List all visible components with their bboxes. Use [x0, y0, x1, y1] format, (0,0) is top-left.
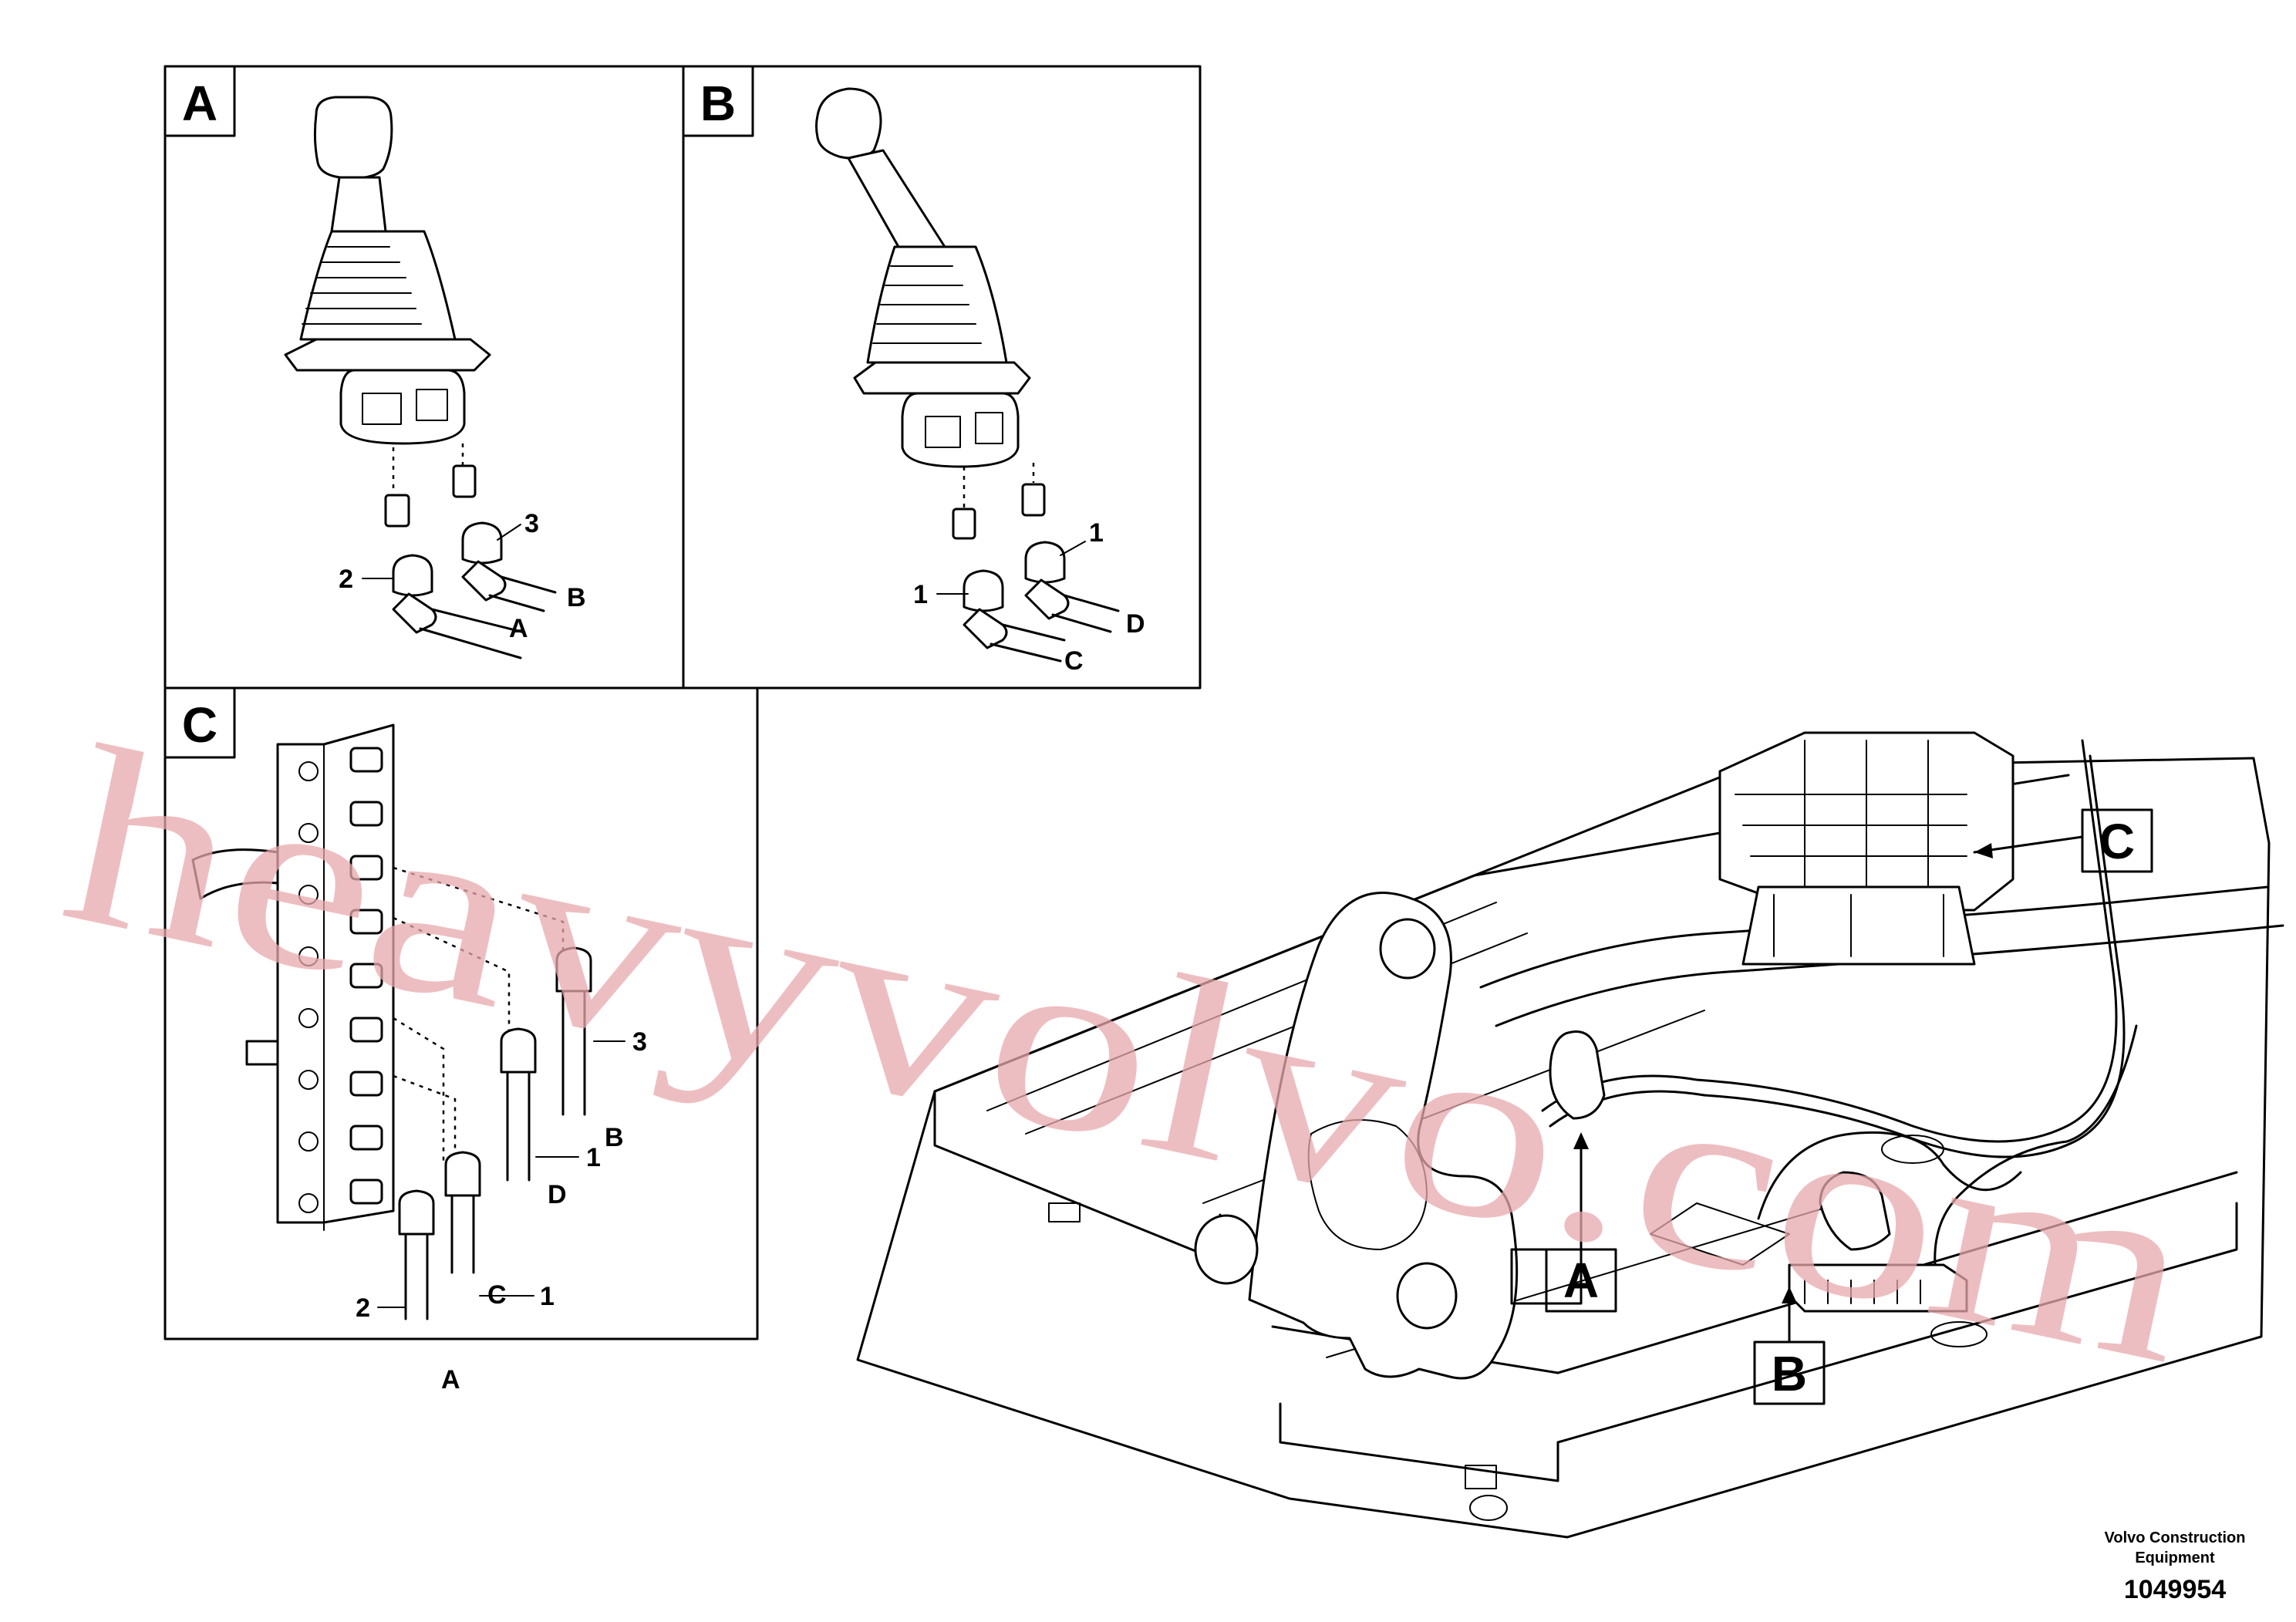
callout-c-1b: 1 [540, 1282, 555, 1311]
detail-panel-c: C [164, 686, 759, 1394]
leader-a-3 [497, 524, 521, 541]
overview-callout-a: A [1510, 1132, 1617, 1313]
overview-callout-c: C [1973, 808, 2153, 873]
joystick-left-drawing [284, 96, 557, 659]
document-number: 1049954 [2124, 1575, 2226, 1604]
callout-c-b: B [605, 1123, 624, 1152]
overview-callout-a-letter: A [1563, 1253, 1599, 1308]
upper-frame-drawing [856, 731, 2284, 1539]
callout-c-d: D [548, 1180, 567, 1209]
detail-panel-b: B 1 1 C D [682, 65, 1202, 690]
callout-c-a: A [441, 1365, 460, 1394]
overview-callout-c-letter: C [2099, 814, 2135, 869]
callout-c-1a: 1 [586, 1143, 601, 1172]
callout-b-1b: 1 [1089, 518, 1104, 548]
pilot-manifold-drawing [191, 723, 592, 1320]
overview-callout-b: B [1753, 1286, 1826, 1405]
callout-a-a: A [509, 614, 528, 643]
joystick-right-drawing [815, 87, 1120, 663]
callout-c-3: 3 [632, 1027, 647, 1057]
panel-c-letter: C [182, 697, 217, 753]
callout-c-2: 2 [356, 1293, 370, 1323]
callout-a-b: B [567, 583, 586, 612]
publisher-line-1: Volvo Construction [2105, 1529, 2246, 1546]
callout-b-1a: 1 [913, 580, 928, 609]
callout-a-2: 2 [339, 565, 353, 594]
overview-callout-b-letter: B [1772, 1346, 1807, 1401]
panel-b-letter: B [700, 76, 736, 131]
publisher-line-2: Equipment [2135, 1549, 2215, 1566]
callout-b-d: D [1126, 609, 1145, 639]
leader-b-1b [1060, 541, 1086, 556]
panel-a-letter: A [182, 76, 217, 131]
callout-a-3: 3 [524, 509, 539, 538]
detail-panel-a: A 2 3 [164, 65, 685, 690]
callout-b-c: C [1064, 646, 1084, 676]
